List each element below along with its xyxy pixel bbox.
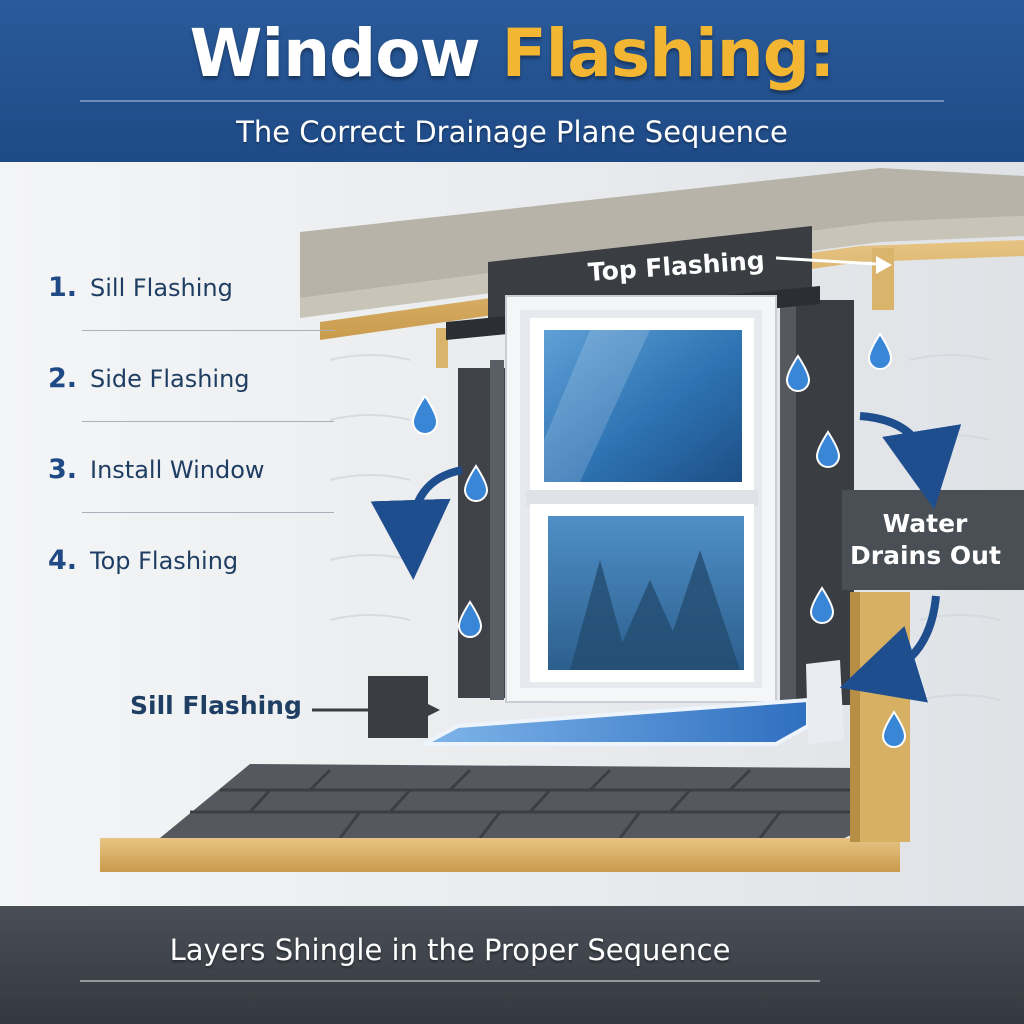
step-divider (82, 512, 334, 513)
droplet (881, 710, 907, 748)
step-item: 4. Top Flashing (48, 535, 348, 626)
sill-flashing-callout: Sill Flashing (130, 691, 302, 720)
step-item: 3. Install Window (48, 444, 348, 535)
step-divider (82, 421, 334, 422)
steps-list: 1. Sill Flashing 2. Side Flashing 3. Ins… (48, 262, 348, 626)
step-item: 2. Side Flashing (48, 353, 348, 444)
droplet (463, 464, 489, 502)
step-label: Install Window (90, 456, 265, 484)
right-top-flow-arrow (859, 412, 962, 510)
left-flow-arrow (370, 466, 463, 580)
title-word-window: Window (189, 15, 481, 92)
shingle-base (160, 764, 862, 840)
step-label: Top Flashing (90, 547, 239, 575)
step-label: Side Flashing (90, 365, 250, 393)
meeting-rail (526, 490, 758, 506)
footer-banner (0, 906, 1024, 1024)
droplet (411, 394, 439, 435)
tree-silhouettes (570, 550, 740, 670)
water-droplets (411, 332, 907, 748)
water-callout-line2: Drains Out (850, 541, 1001, 570)
header-divider (80, 100, 944, 102)
droplet (785, 354, 811, 392)
water-callout-line1: Water (882, 509, 968, 538)
step-number: 4. (48, 545, 78, 576)
roof-soffit (300, 168, 1024, 298)
right-vertical-trim-shadow (850, 592, 860, 842)
upper-glass (544, 330, 742, 482)
right-side-membrane-edge (780, 300, 796, 705)
footer-caption: Layers Shingle in the Proper Sequence (169, 933, 731, 967)
upper-glass-glare (544, 330, 650, 482)
sill-flashing-pointer-head (424, 702, 440, 718)
left-membrane-chunk (368, 676, 428, 738)
left-side-membrane-edge (490, 360, 504, 700)
step-item: 1. Sill Flashing (48, 262, 348, 353)
droplet (457, 600, 483, 638)
page-title: Window Flashing: (0, 14, 1024, 94)
title-word-flashing: Flashing: (501, 15, 836, 92)
page-subtitle: The Correct Drainage Plane Sequence (236, 115, 788, 149)
left-trim-post (436, 328, 448, 368)
step-label: Sill Flashing (90, 274, 233, 302)
step-number: 1. (48, 272, 78, 303)
footer-divider (80, 980, 820, 982)
shingle-rows (190, 768, 862, 839)
top-flashing-pointer (775, 256, 877, 266)
sill-end-dam (806, 660, 844, 744)
top-flashing-pointer-head (876, 256, 892, 274)
header-banner (0, 0, 1024, 162)
droplet (815, 430, 841, 468)
step-number: 3. (48, 454, 78, 485)
water-drains-callout: Water Drains Out (850, 508, 1001, 572)
right-bottom-flow-arrow (839, 595, 940, 703)
step-divider (82, 330, 334, 331)
right-trim-post (872, 248, 894, 310)
top-trim-board (320, 240, 1024, 340)
droplet (867, 332, 893, 370)
droplet (809, 586, 835, 624)
step-number: 2. (48, 363, 78, 394)
bottom-trim-board (100, 838, 900, 872)
